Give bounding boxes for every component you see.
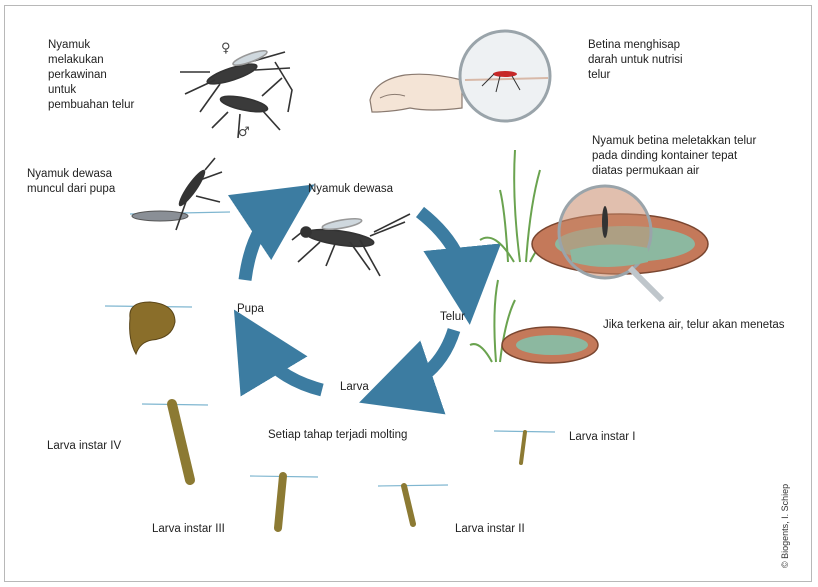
stage-larva-label: Larva xyxy=(340,380,369,395)
egg-laying-label: Nyamuk betina meletakkan telur pada dind… xyxy=(592,134,756,179)
magnifier-laying-icon xyxy=(559,186,662,300)
stage-pupa-label: Pupa xyxy=(237,302,264,317)
blood-feeding-label: Betina menghisap darah untuk nutrisi tel… xyxy=(588,38,683,83)
female-symbol: ♀ xyxy=(221,41,231,56)
arrow-larva-to-pupa xyxy=(254,343,322,390)
male-symbol: ♂ xyxy=(238,125,250,140)
larva-instar-1-label: Larva instar I xyxy=(569,430,635,445)
small-container-icon xyxy=(502,327,598,363)
molting-label: Setiap tahap terjadi molting xyxy=(268,428,407,443)
mating-label: Nyamuk melakukan perkawinan untuk pembua… xyxy=(48,38,134,113)
larva-instar-3-label: Larva instar III xyxy=(152,522,225,537)
mating-mosquitoes-icon xyxy=(180,48,292,138)
copyright-text: © Biogents, I. Schiep xyxy=(780,484,790,568)
hand-icon xyxy=(370,74,462,112)
emerge-label: Nyamuk dewasa muncul dari pupa xyxy=(27,167,115,197)
pupa-icon xyxy=(105,302,192,354)
magnifier-blood-icon xyxy=(460,31,550,121)
larva-instar-4-label: Larva instar IV xyxy=(47,439,121,454)
larva-instar-2-label: Larva instar II xyxy=(455,522,525,537)
larva-instar-3-icon xyxy=(250,476,318,528)
arrow-egg-to-larva xyxy=(396,330,454,390)
larva-instar-1-icon xyxy=(494,431,555,463)
larva-instar-4-icon xyxy=(142,404,208,480)
arrow-adult-to-egg xyxy=(420,212,466,286)
emerging-mosquito-icon xyxy=(130,158,230,230)
adult-mosquito-icon xyxy=(292,214,410,276)
stage-egg-label: Telur xyxy=(440,310,465,325)
hatch-label: Jika terkena air, telur akan menetas xyxy=(603,318,785,333)
larva-instar-2-icon xyxy=(378,485,448,524)
stage-adult-label: Nyamuk dewasa xyxy=(308,182,393,197)
arrow-pupa-to-adult xyxy=(245,206,282,280)
